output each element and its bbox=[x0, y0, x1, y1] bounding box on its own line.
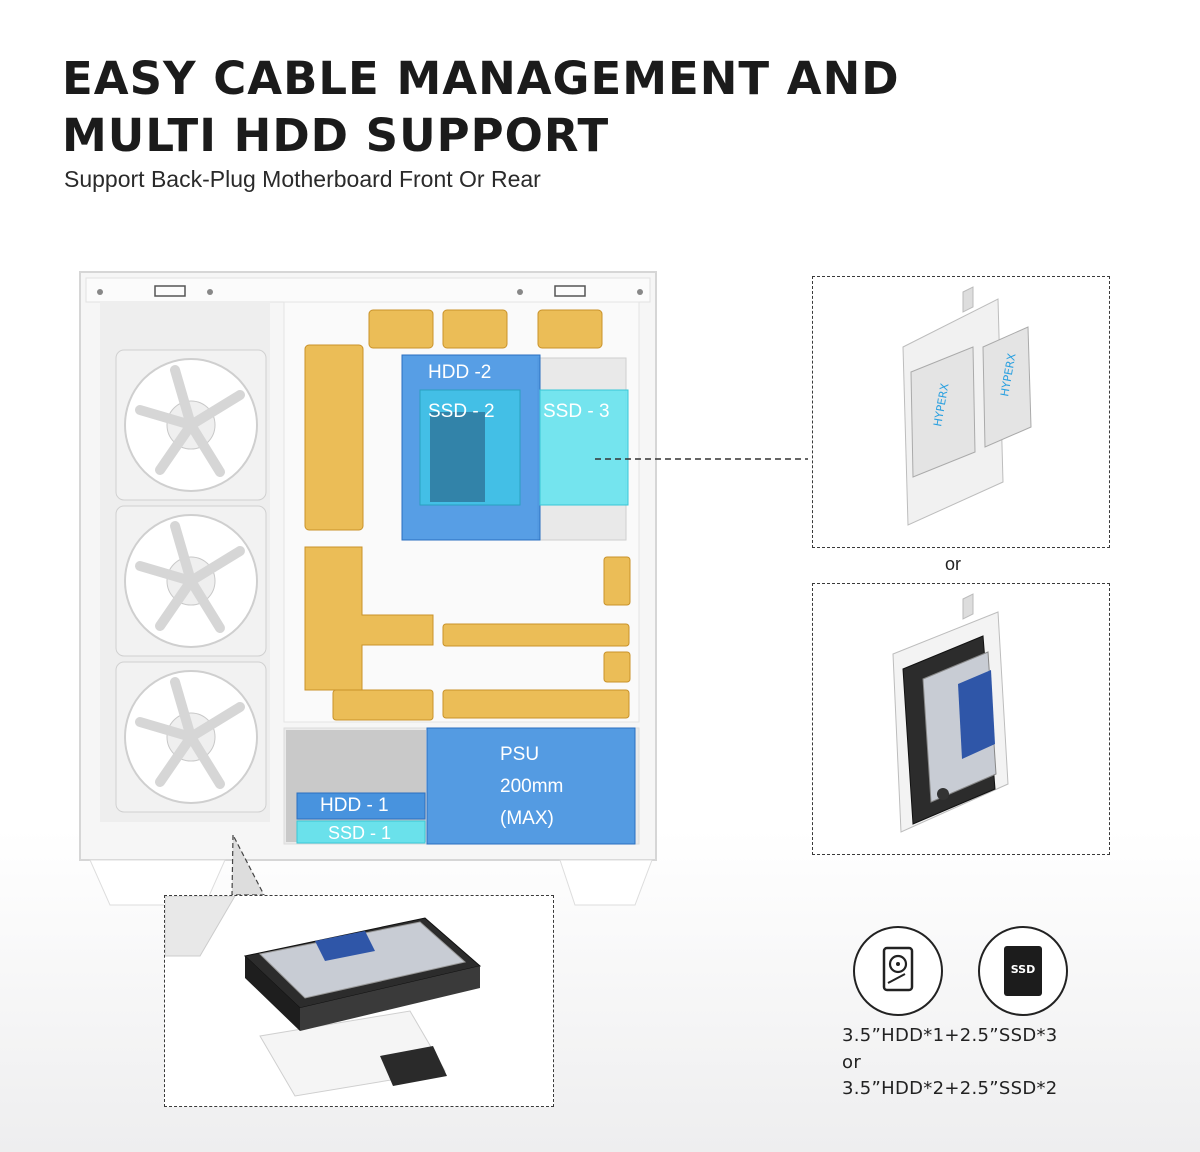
label-hdd-1: HDD - 1 bbox=[320, 795, 389, 816]
or-label: or bbox=[945, 554, 962, 574]
ssd-bracket-box: HYPERX HYPERX bbox=[812, 276, 1110, 548]
fan-top bbox=[115, 349, 267, 501]
label-psu-3: (MAX) bbox=[500, 808, 554, 829]
label-hdd-2: HDD -2 bbox=[428, 362, 492, 383]
label-psu-2: 200mm bbox=[500, 776, 564, 797]
label-ssd-2: SSD - 2 bbox=[428, 401, 495, 422]
cable-cutouts bbox=[304, 309, 631, 721]
label-psu-1: PSU bbox=[500, 744, 540, 765]
hdd-icon bbox=[882, 946, 914, 992]
spec-line-1: 3.5”HDD*1+2.5”SSD*3 bbox=[842, 1025, 1058, 1046]
ssd-icon: SSD bbox=[1004, 946, 1042, 996]
ssd-badge: SSD bbox=[978, 926, 1068, 1016]
ssd-icon-text: SSD bbox=[1010, 963, 1036, 976]
spec-line-2: or bbox=[842, 1052, 862, 1073]
drive-bay-highlights bbox=[296, 354, 636, 845]
hdd-bracket-illustration bbox=[892, 593, 1009, 833]
fan-bottom bbox=[115, 661, 267, 813]
label-ssd-1: SSD - 1 bbox=[328, 823, 392, 843]
hdd-bracket-box bbox=[812, 583, 1110, 855]
label-ssd-3: SSD - 3 bbox=[543, 401, 610, 422]
page-title: EASY CABLE MANAGEMENT AND MULTI HDD SUPP… bbox=[62, 50, 900, 164]
title-line-1: EASY CABLE MANAGEMENT AND bbox=[62, 52, 900, 105]
bottom-hdd-callout bbox=[164, 895, 554, 1107]
ssd-bracket-illustration: HYPERX HYPERX bbox=[902, 286, 1032, 526]
subtitle: Support Back-Plug Motherboard Front Or R… bbox=[64, 166, 541, 192]
title-line-2: MULTI HDD SUPPORT bbox=[62, 109, 610, 162]
hdd-ssd-stack-illustration bbox=[164, 895, 482, 1097]
hdd-badge bbox=[853, 926, 943, 1016]
fan-middle bbox=[115, 505, 267, 657]
spec-line-3: 3.5”HDD*2+2.5”SSD*2 bbox=[842, 1078, 1058, 1099]
